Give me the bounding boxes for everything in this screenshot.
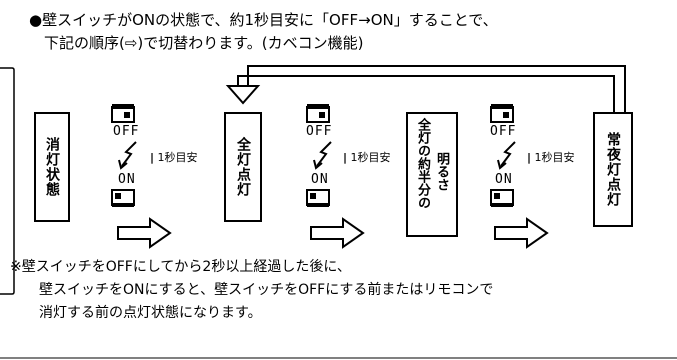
lightning-arrow-icon	[497, 141, 516, 170]
state-lights-off: 消灯状態	[34, 112, 70, 222]
note-line-2: 壁スイッチをONにすると、壁スイッチをOFFにする前またはリモコンで	[39, 282, 494, 298]
state-label: 常夜灯点灯	[605, 132, 621, 207]
intro-line-1: ●壁スイッチがONの状態で、約1秒目安に「OFF→ON」することで、	[29, 11, 498, 29]
lightning-arrow-icon	[313, 141, 332, 170]
switch-off-icon	[111, 104, 135, 123]
guide-text: | 1秒目安	[527, 151, 575, 164]
right-arrow-icon	[310, 217, 365, 249]
on-label: ON	[118, 172, 136, 187]
guide-label: 1秒目安	[350, 151, 391, 164]
on-label: ON	[311, 172, 329, 187]
state-full-light: 全灯点灯	[224, 112, 262, 222]
guide-text: | 1秒目安	[150, 151, 198, 164]
switch-on-icon	[306, 189, 330, 207]
switch-off-icon	[306, 104, 330, 123]
state-label: 全灯点灯	[235, 137, 251, 197]
state-half-light: 全灯の約半分の 明るさ	[406, 112, 458, 237]
off-label: OFF	[113, 124, 140, 139]
right-arrow-icon	[494, 217, 549, 249]
right-arrow-icon	[117, 217, 172, 249]
guide-label: 1秒目安	[157, 151, 198, 164]
state-label-sub: 明るさ	[434, 152, 449, 191]
frame-left-bracket	[0, 67, 15, 295]
state-night-light: 常夜灯点灯	[593, 112, 633, 227]
return-arrow-icon	[225, 65, 626, 112]
note-line-3: 消灯する前の点灯状態になります。	[39, 305, 262, 321]
guide-label: 1秒目安	[534, 151, 575, 164]
off-label: OFF	[490, 124, 517, 139]
on-label: ON	[495, 172, 513, 187]
switch-on-icon	[111, 189, 135, 207]
switch-off-icon	[490, 104, 514, 123]
intro-line-2: 下記の順序(⇨)で切替わります。(カベコン機能)	[44, 34, 364, 52]
state-label: 消灯状態	[44, 137, 60, 197]
lightning-arrow-icon	[118, 141, 137, 170]
off-label: OFF	[306, 124, 333, 139]
state-label: 全灯の約半分の	[415, 118, 430, 209]
guide-text: | 1秒目安	[343, 151, 391, 164]
note-line-1: ※壁スイッチをOFFにしてから2秒以上経過した後に、	[10, 259, 351, 275]
switch-on-icon	[490, 189, 514, 207]
